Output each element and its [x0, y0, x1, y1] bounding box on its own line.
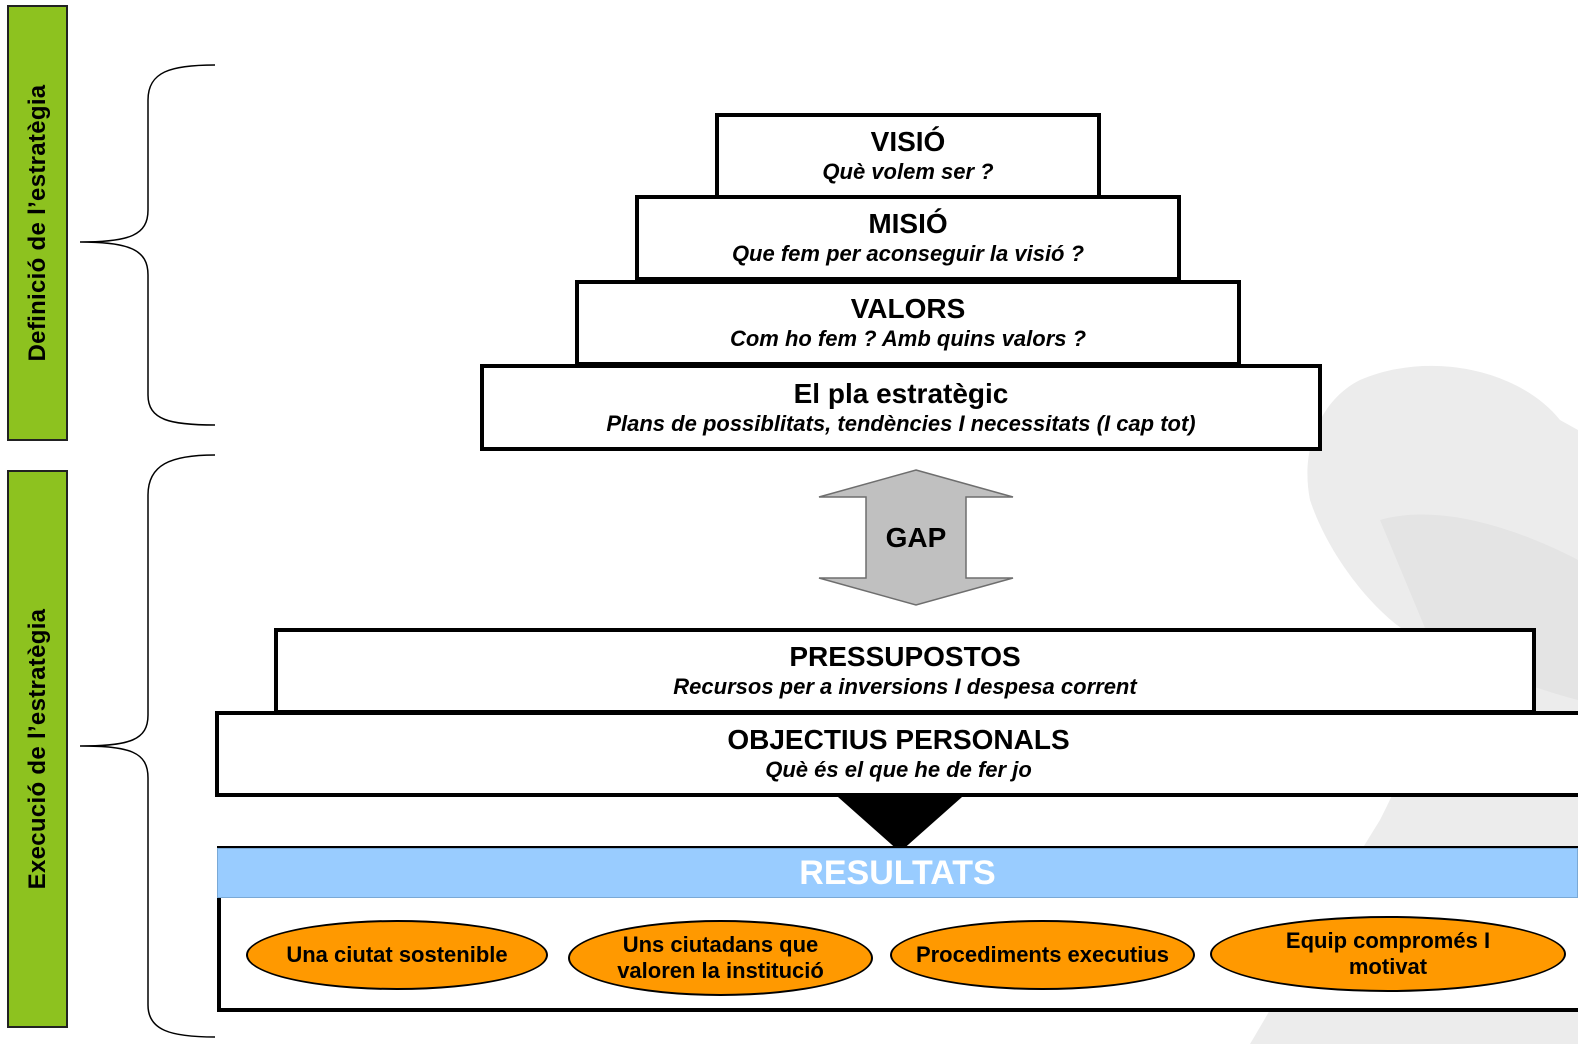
result-item: Equip compromés I motivat [1210, 916, 1566, 992]
vision-box: VISIÓ Què volem ser ? [715, 113, 1101, 199]
result-item: Una ciutat sostenible [246, 920, 548, 990]
values-box: VALORS Com ho fem ? Amb quins valors ? [575, 280, 1241, 366]
strategic-plan-title: El pla estratègic [793, 377, 1009, 409]
strategic-plan-subtitle: Plans de possiblitats, tendències I nece… [606, 410, 1196, 436]
personal-objectives-subtitle: Què és el que he de fer jo [765, 757, 1032, 782]
budget-title: PRESSUPOSTOS [789, 641, 1021, 672]
values-title: VALORS [850, 293, 966, 324]
strategic-plan-box: El pla estratègic Plans de possiblitats,… [480, 364, 1322, 451]
vision-title: VISIÓ [870, 126, 946, 157]
definition-sidebar: Definició de l’estratègia [7, 5, 68, 441]
gap-label: GAP [885, 522, 947, 553]
personal-objectives-title: OBJECTIUS PERSONALS [727, 724, 1070, 755]
mission-title: MISIÓ [868, 208, 948, 239]
result-item: Uns ciutadans que valoren la institució [568, 920, 873, 996]
definition-brace [79, 64, 216, 426]
mission-box: MISIÓ Que fem per aconseguir la visió ? [635, 195, 1181, 281]
result-item: Procediments executius [890, 920, 1195, 990]
budget-subtitle: Recursos per a inversions I despesa corr… [673, 674, 1137, 699]
mission-subtitle: Que fem per aconseguir la visió ? [731, 241, 1085, 266]
execution-sidebar: Execució de l’estratègia [7, 470, 68, 1028]
values-subtitle: Com ho fem ? Amb quins valors ? [729, 326, 1087, 351]
personal-objectives-box: OBJECTIUS PERSONALS Què és el que he de … [215, 711, 1578, 797]
vision-subtitle: Què volem ser ? [822, 159, 994, 184]
results-title: RESULTATS [217, 848, 1578, 898]
execution-brace [79, 454, 216, 1038]
